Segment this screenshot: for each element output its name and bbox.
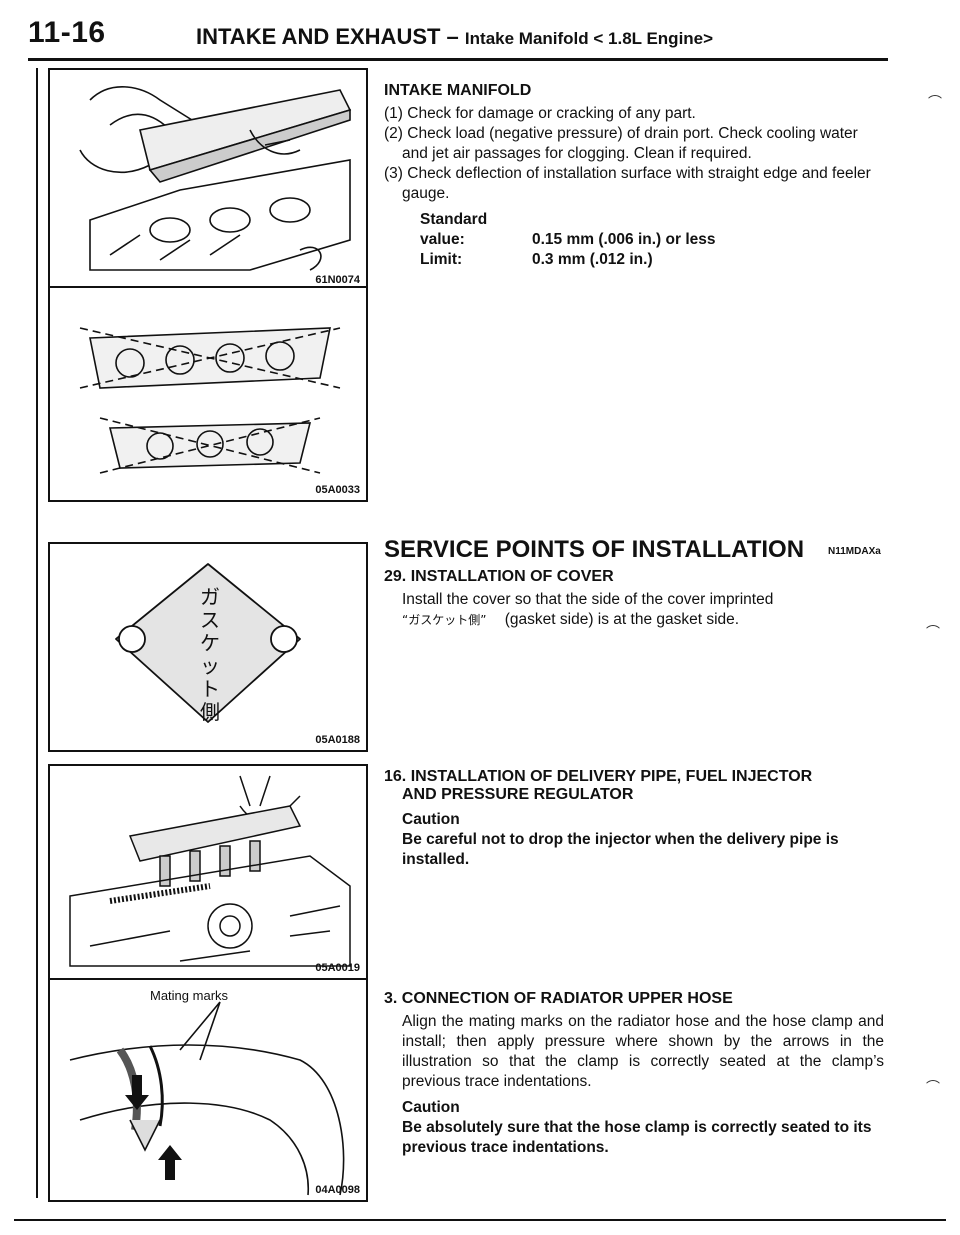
- section-29: 29. INSTALLATION OF COVER Install the co…: [384, 568, 884, 630]
- sec29-jp: “ガスケット側”: [402, 613, 487, 627]
- figure-delivery-pipe: 05A0019: [48, 764, 368, 980]
- page-number: 11-16: [28, 16, 106, 49]
- intake-step-1: (1) Check for damage or cracking of any …: [384, 105, 696, 122]
- surface-check-drawing: [79, 327, 341, 474]
- intake-manifold-section: INTAKE MANIFOLD (1) Check for damage or …: [384, 82, 884, 270]
- sec29-text-b: (gasket side) is at the gasket side.: [504, 611, 740, 628]
- page-title: INTAKE AND EXHAUST – Intake Manifold < 1…: [196, 24, 713, 50]
- gasket-cover-drawing: [115, 563, 301, 723]
- footer-rule: [14, 1219, 946, 1221]
- section-3: 3. CONNECTION OF RADIATOR UPPER HOSE Ali…: [384, 990, 884, 1158]
- standard-value: Standard value: 0.15 mm (.006 in.) or les…: [384, 210, 884, 250]
- page-header: 11-16 INTAKE AND EXHAUST – Intake Manifo…: [28, 14, 888, 64]
- limit-text: 0.3 mm (.012 in.): [532, 251, 653, 268]
- sec29-heading: 29. INSTALLATION OF COVER: [384, 568, 614, 585]
- straight-edge-drawing: [79, 86, 352, 271]
- title-main: INTAKE AND EXHAUST –: [196, 24, 465, 49]
- standard-value-label: Standard value:: [420, 211, 488, 248]
- figure-gasket-cover: ガスケット側 05A0188: [48, 542, 368, 752]
- delivery-pipe-drawing: [69, 775, 351, 967]
- illustration-column: 61N0074 05A0033: [36, 68, 368, 1202]
- sec29-text-line2: “ガスケット側” (gasket side) is at the gasket …: [384, 610, 884, 630]
- gasket-side-stamp: ガスケット側: [200, 585, 220, 724]
- sec3-caution-text: Be absolutely sure that the hose clamp i…: [402, 1119, 872, 1156]
- figure-code: 05A0188: [315, 734, 360, 746]
- sec3-text: Align the mating marks on the radiator h…: [402, 1013, 884, 1090]
- sec16-heading-1: 16. INSTALLATION OF DELIVERY PIPE, FUEL …: [384, 768, 813, 785]
- figure-straight-edge: 61N0074: [48, 68, 368, 292]
- sec29-text-a: Install the cover so that the side of th…: [402, 591, 774, 608]
- figure-code: 05A0019: [315, 962, 360, 974]
- margin-mark: ⌒: [926, 1079, 940, 1095]
- sec3-caution-label: Caution: [402, 1099, 460, 1116]
- service-points-tag: N11MDAXa: [828, 546, 881, 557]
- hose-clamp-drawing: [69, 1001, 345, 1196]
- intake-step-3: (3) Check deflection of installation sur…: [384, 165, 871, 202]
- figure-hose-clamp: Mating marks 04A0098: [48, 978, 368, 1202]
- title-sub: Intake Manifold < 1.8L Engine>: [464, 29, 714, 48]
- intake-heading: INTAKE MANIFOLD: [384, 82, 532, 99]
- sec3-heading: 3. CONNECTION OF RADIATOR UPPER HOSE: [384, 990, 733, 1007]
- section-16: 16. INSTALLATION OF DELIVERY PIPE, FUEL …: [384, 768, 884, 870]
- limit-value: Limit: 0.3 mm (.012 in.): [384, 250, 884, 270]
- standard-value-text: 0.15 mm (.006 in.) or less: [532, 231, 716, 248]
- header-rule: [28, 58, 888, 61]
- figure-code: 04A0098: [315, 1184, 360, 1196]
- intake-step-2: (2) Check load (negative pressure) of dr…: [384, 125, 858, 162]
- margin-mark: ⌒: [926, 624, 940, 640]
- service-points-heading: SERVICE POINTS OF INSTALLATION: [384, 536, 805, 563]
- figure-surface-check: 05A0033: [48, 286, 368, 502]
- margin-mark: ⌒: [928, 94, 942, 110]
- mating-marks-label: Mating marks: [150, 988, 229, 1003]
- sec16-heading-2: AND PRESSURE REGULATOR: [402, 786, 634, 803]
- sec16-caution-label: Caution: [402, 811, 460, 828]
- figure-code: 05A0033: [315, 484, 360, 496]
- sec16-caution-text: Be careful not to drop the injector when…: [402, 831, 839, 868]
- figure-code: 61N0074: [315, 274, 360, 286]
- limit-label: Limit:: [420, 251, 463, 268]
